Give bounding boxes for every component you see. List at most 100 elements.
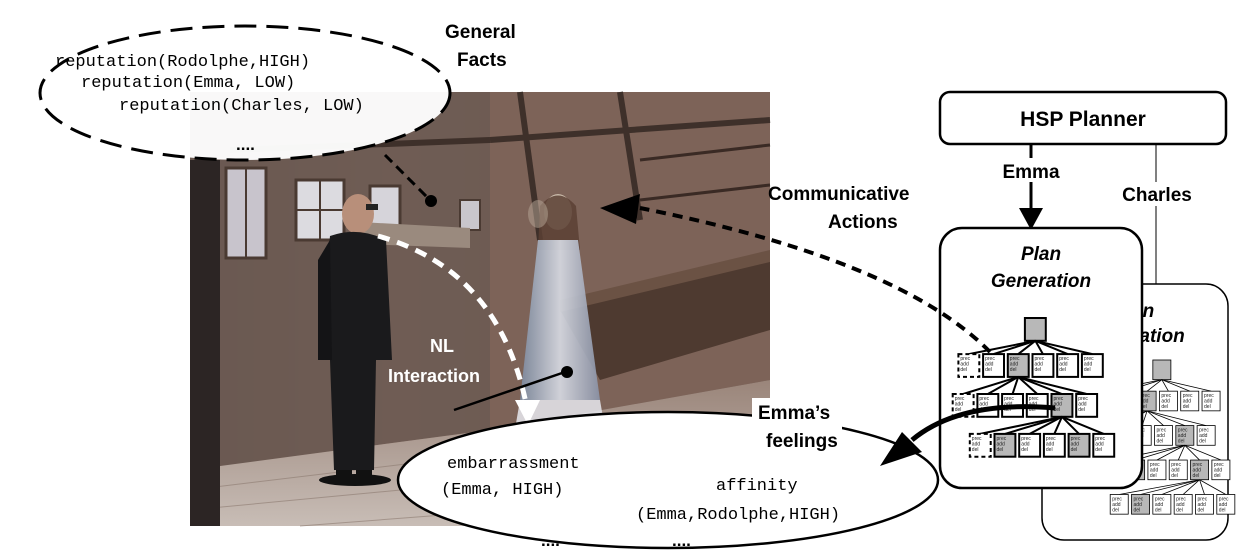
- emma-label: Emma: [1002, 162, 1059, 183]
- nl-interaction-arrowhead: [515, 400, 540, 425]
- communicative-actions-line2: Actions: [828, 212, 898, 233]
- plan-node-del-label: del: [1178, 439, 1185, 445]
- plan-node-prec-label: prec: [1176, 496, 1186, 502]
- plan-node-prec-label: prec: [1054, 396, 1064, 402]
- plan-node-del-label: del: [1155, 507, 1162, 513]
- plan-node-del-label: del: [955, 407, 962, 413]
- feelings-connector: [453, 370, 566, 412]
- feelings-ellipsis-right: ....: [672, 531, 691, 550]
- plan-node-prec-label: prec: [1156, 428, 1166, 434]
- communicative-actions-line1: Communicative: [768, 184, 909, 205]
- plan-node-prec-label: prec: [1078, 396, 1088, 402]
- nl-interaction-line2: Interaction: [388, 366, 480, 386]
- plan-node-add-label: add: [1171, 468, 1180, 474]
- plan-node-prec-label: prec: [1171, 462, 1181, 468]
- plan-node-del-label: del: [1161, 404, 1168, 410]
- plan-node-add-label: add: [1112, 502, 1121, 508]
- facts-anchor-dot: [425, 195, 437, 207]
- plan-node-del-label: del: [1150, 473, 1157, 479]
- hsp-planner-title: HSP Planner: [1020, 108, 1146, 131]
- plan-node-del-label: del: [1183, 404, 1190, 410]
- plan-node-prec-label: prec: [1004, 396, 1014, 402]
- plan-node-prec-label: prec: [1178, 428, 1188, 434]
- fact-2: reputation(Emma, LOW): [81, 74, 295, 93]
- plan-node-del-label: del: [1134, 507, 1141, 513]
- plan-edge: [987, 376, 1019, 395]
- charles-label: Charles: [1122, 185, 1192, 206]
- plan-node-del-label: del: [1084, 367, 1091, 373]
- plan-node-del-label: del: [1035, 367, 1042, 373]
- plan-edge: [1146, 410, 1185, 426]
- plan-node-prec-label: prec: [1214, 462, 1224, 468]
- plan-edge: [1135, 444, 1185, 461]
- facts-ellipsis: ....: [236, 135, 255, 154]
- plan-node-prec-label: prec: [1095, 436, 1105, 442]
- plan-node-prec-label: prec: [985, 356, 995, 362]
- plan-edge: [1017, 340, 1036, 355]
- plan-edge: [1035, 339, 1093, 356]
- plan-node-prec-label: prec: [1071, 436, 1081, 442]
- plan-edge: [1004, 415, 1063, 435]
- plan-edge: [1161, 379, 1212, 392]
- plan-node-prec-label: prec: [1155, 496, 1165, 502]
- plan-edge: [993, 339, 1036, 356]
- plan-node-prec-label: prec: [1150, 462, 1160, 468]
- plan-node-prec-label: prec: [1219, 496, 1229, 502]
- plan-edge: [1184, 444, 1222, 461]
- plan-node-prec-label: prec: [1161, 393, 1171, 399]
- fact-3: reputation(Charles, LOW): [119, 97, 364, 116]
- plan-node-add-label: add: [972, 441, 981, 447]
- plan-edge: [1177, 445, 1186, 461]
- feeling-2-line2: (Emma,Rodolphe,HIGH): [636, 506, 840, 525]
- plan-node-prec-label: prec: [997, 436, 1007, 442]
- plan-node-del-label: del: [1193, 473, 1200, 479]
- plan-node: [1023, 317, 1047, 342]
- emma-feelings-label-line1: Emma’s: [758, 403, 830, 424]
- nl-interaction-arrow: [377, 233, 530, 409]
- plan-generation-line1: Plan: [1021, 244, 1061, 265]
- plan-node-prec-label: prec: [979, 396, 989, 402]
- plan-node-del-label: del: [1078, 407, 1085, 413]
- plan-node-add-label: add: [1021, 441, 1030, 447]
- table: [360, 222, 470, 248]
- plan-node-prec-label: prec: [960, 356, 970, 362]
- plan-node-del-label: del: [960, 367, 967, 373]
- plan-edge: [1182, 479, 1200, 495]
- plan-node-del-label: del: [1095, 447, 1102, 453]
- plan-edge: [1146, 379, 1163, 392]
- plan-edge: [1034, 340, 1044, 355]
- plan-node-add-label: add: [1204, 399, 1213, 405]
- plan-edge: [1147, 410, 1207, 426]
- plan-edge: [1018, 375, 1087, 395]
- feeling-1-line1: embarrassment: [447, 455, 580, 474]
- plan-node-prec-label: prec: [1140, 393, 1150, 399]
- plan-node-add-label: add: [1176, 502, 1185, 508]
- plan-edge: [1199, 479, 1205, 495]
- plan-node-prec-label: prec: [1183, 393, 1193, 399]
- plan-node-add-label: add: [1197, 502, 1206, 508]
- plan-edge: [980, 415, 1063, 435]
- feelings-anchor-dot: [561, 366, 573, 378]
- plan-node-del-label: del: [1021, 447, 1028, 453]
- user-figure: [318, 194, 392, 486]
- plan-node-add-label: add: [1134, 502, 1143, 508]
- plan-edge: [1061, 415, 1105, 435]
- plan-node-add-label: add: [979, 402, 988, 408]
- plan-node-add-label: add: [1199, 433, 1208, 439]
